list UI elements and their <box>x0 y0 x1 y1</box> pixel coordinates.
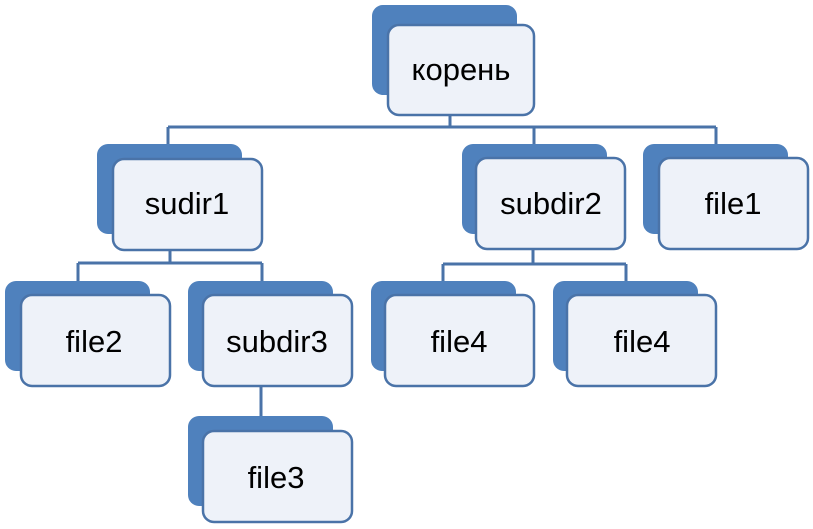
connectors <box>76 113 718 416</box>
node-root: корень <box>372 5 536 117</box>
node-label-sudir1: sudir1 <box>145 186 229 221</box>
node-file4-right: file4 <box>553 281 718 388</box>
node-label-root: корень <box>412 52 511 87</box>
connector-subdir2-children <box>441 238 628 281</box>
node-label-file1: file1 <box>705 186 762 221</box>
node-subdir2: subdir2 <box>462 144 627 251</box>
node-sudir1: sudir1 <box>97 144 264 252</box>
node-label-file3: file3 <box>248 460 305 495</box>
node-label-file4-left: file4 <box>431 324 488 359</box>
node-label-file2: file2 <box>66 324 123 359</box>
connector-sudir1-children <box>76 240 264 281</box>
node-label-subdir3: subdir3 <box>226 324 328 359</box>
node-file1: file1 <box>643 144 810 251</box>
node-file2: file2 <box>5 281 172 388</box>
node-label-file4-right: file4 <box>614 324 671 359</box>
connector-root-children <box>166 113 718 144</box>
node-subdir3: subdir3 <box>188 281 354 388</box>
node-file4-left: file4 <box>371 281 536 388</box>
node-file3: file3 <box>188 416 354 524</box>
node-label-subdir2: subdir2 <box>500 186 602 221</box>
